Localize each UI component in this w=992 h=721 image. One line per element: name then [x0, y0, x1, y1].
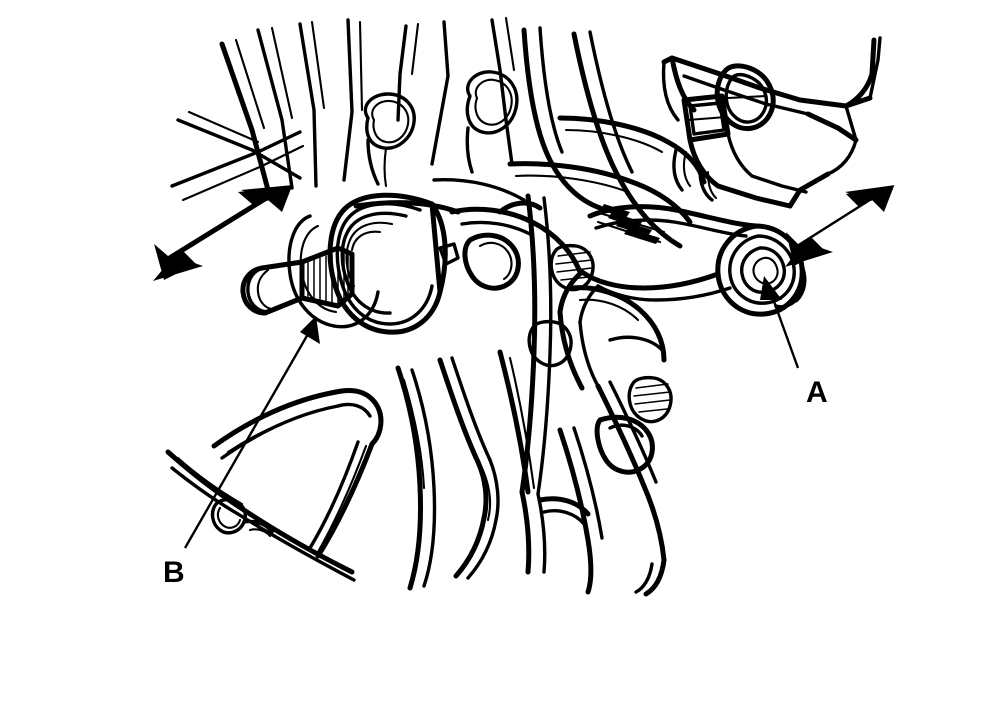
- callout-label-b: B: [163, 556, 185, 589]
- lower-case-flange: [165, 449, 356, 582]
- knuckle-boss-arm: [557, 204, 807, 391]
- callout-label-a: A: [806, 376, 828, 409]
- callout-leader-A: [760, 276, 800, 369]
- housing-outer-contour: [353, 26, 707, 249]
- pull-direction-arrow-right: [785, 185, 895, 267]
- pull-direction-arrow-left: [153, 185, 293, 281]
- mount-bracket-arm: [661, 36, 882, 209]
- lower-housing-ribs: [211, 349, 667, 597]
- bell-housing-ribs: [170, 16, 519, 202]
- central-housing-body: [438, 193, 673, 496]
- callout-leader-B: [183, 316, 320, 549]
- cv-axle-assembly: [240, 192, 448, 335]
